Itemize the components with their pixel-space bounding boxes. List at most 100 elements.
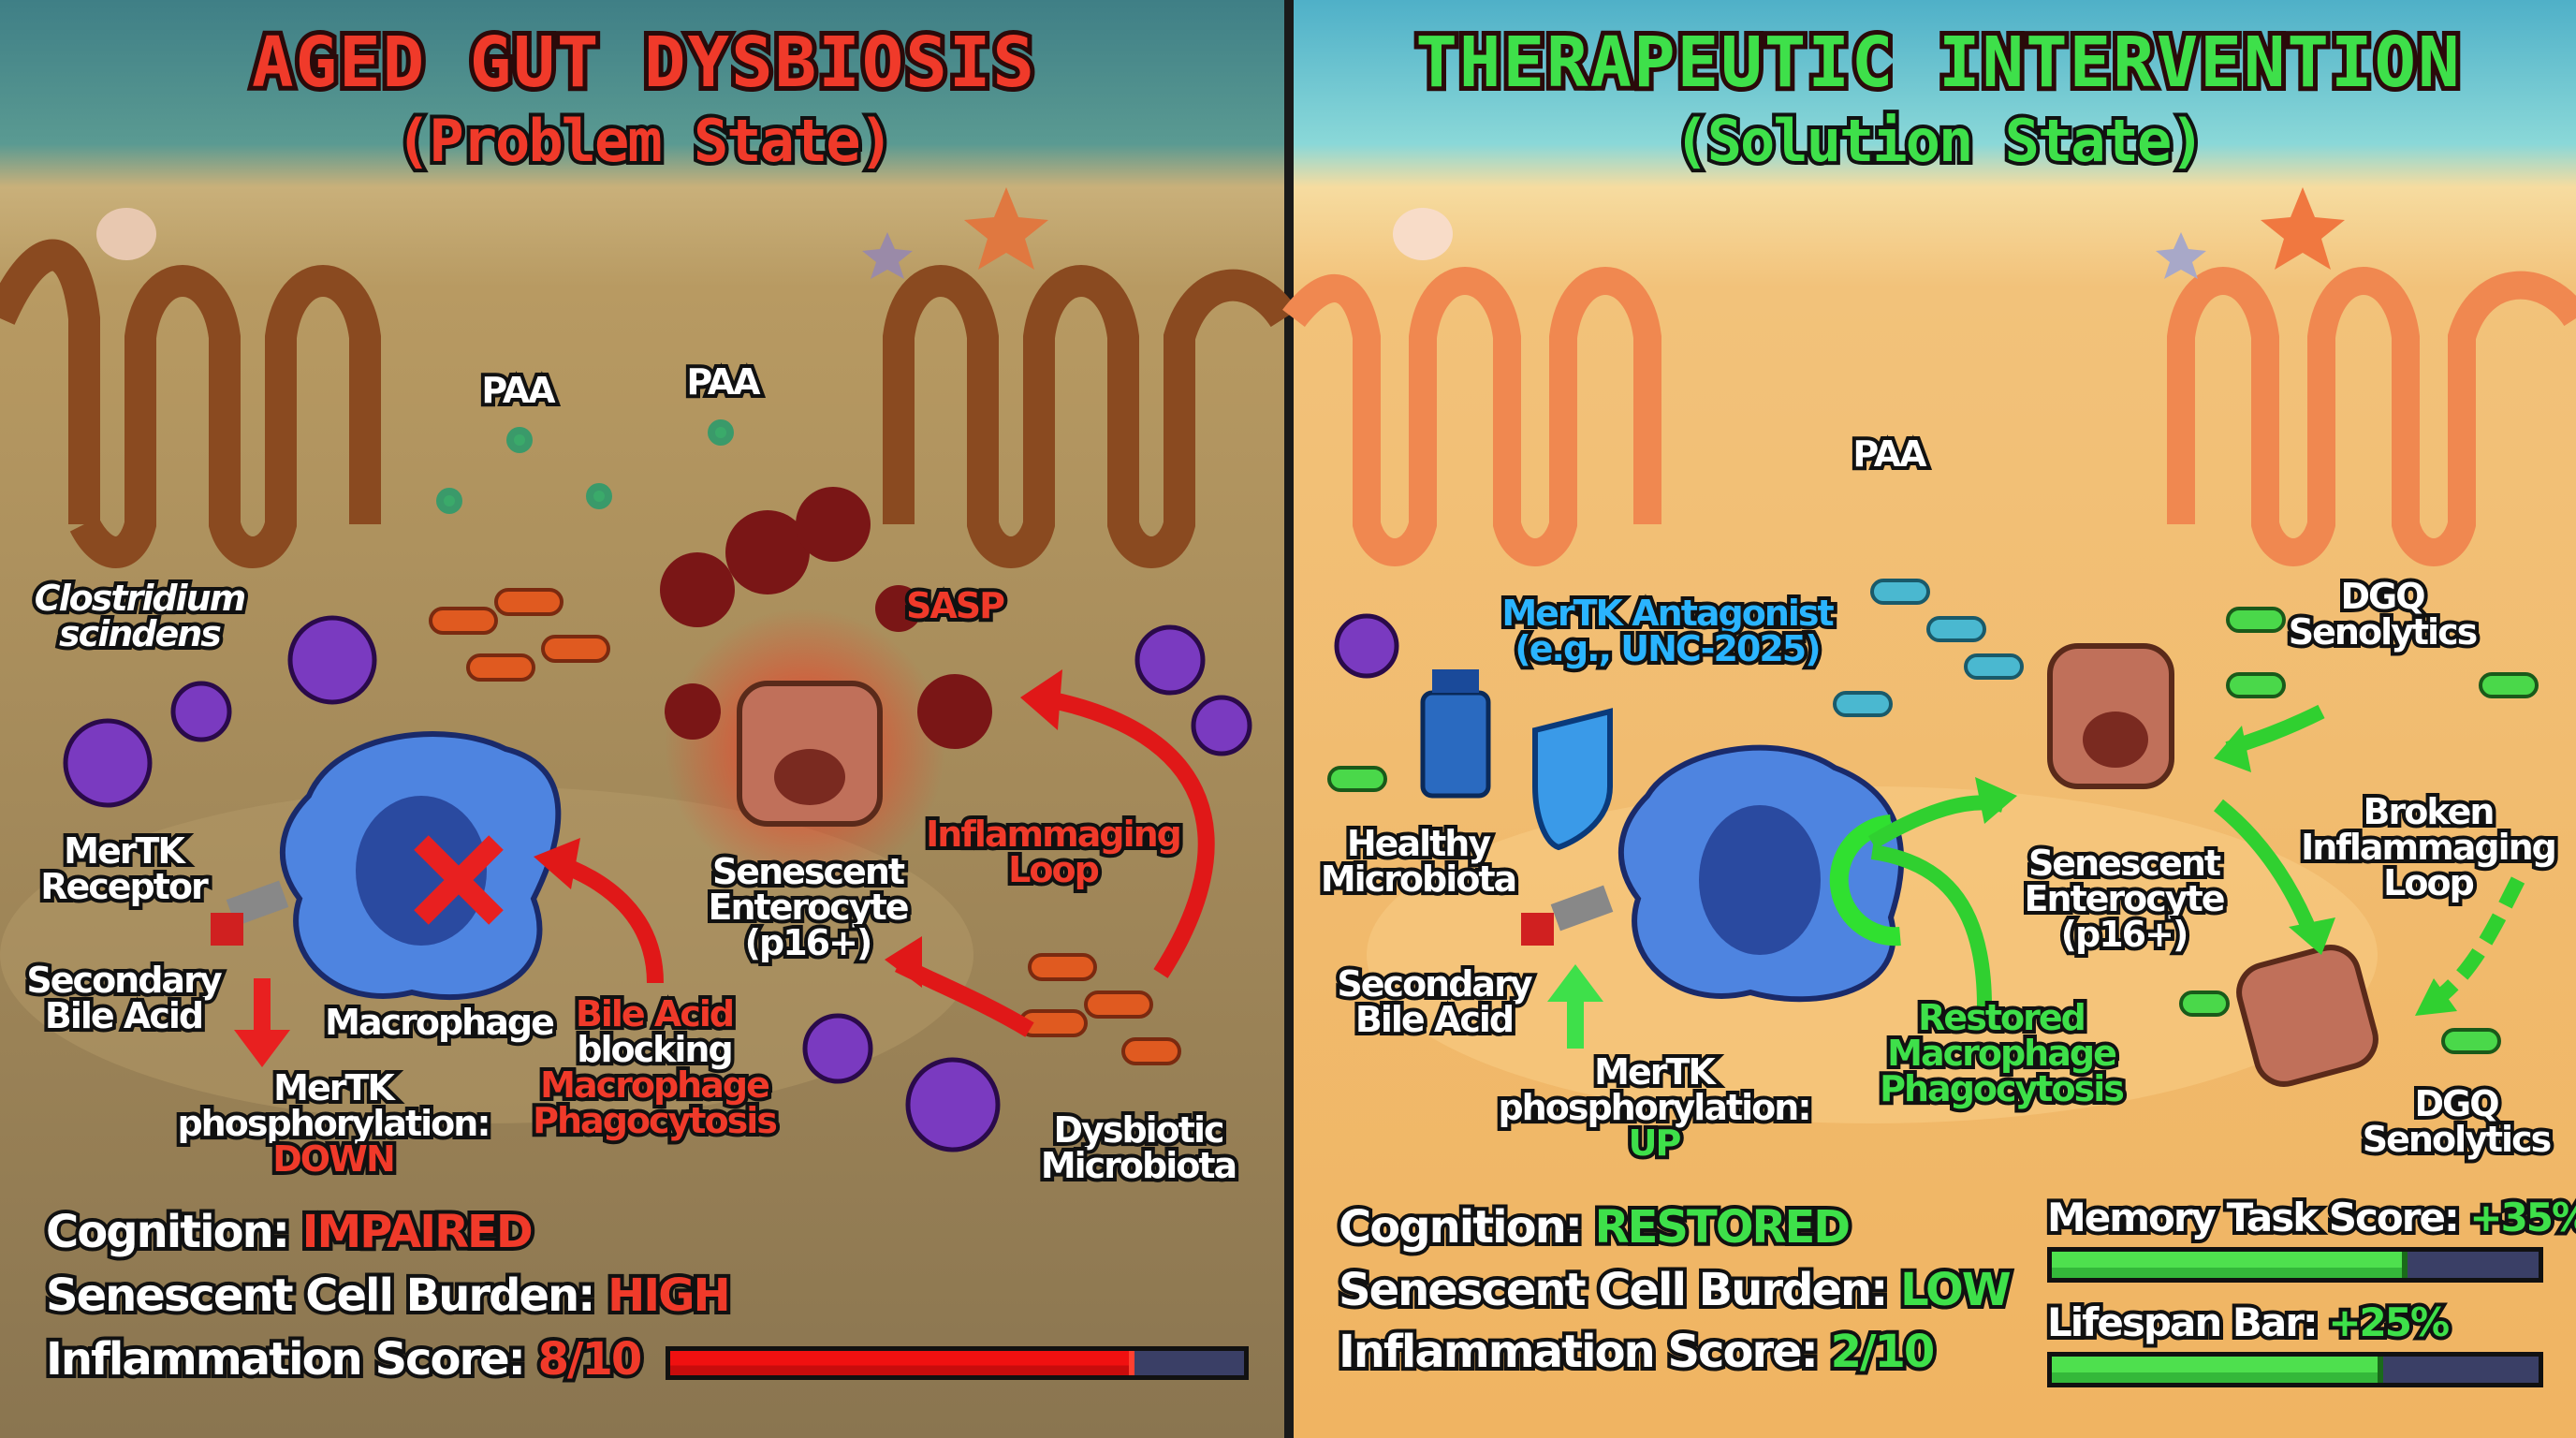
label-paa: PAA [682,360,764,404]
label-line: Microbiota [1037,1144,1241,1187]
intestinal-villi-right [1282,267,2576,566]
label-paa: PAA [477,369,559,412]
left-title: AGED GUT DYSBIOSIS [247,22,1039,103]
arrowhead [1975,777,2017,824]
meter-value: +25% [2324,1296,2453,1349]
right-subtitle: (Solution State) [1670,107,2208,175]
label-line: MerTK [1590,1050,1720,1093]
down-arrow-icon [234,978,290,1067]
label-sasp: SASP [902,584,1009,627]
phosphorylation-value: UP [1625,1122,1686,1165]
meter-value: +35% [2466,1191,2576,1244]
label-line: Macrophage [1883,1032,2121,1075]
label-line: Senolytics [2285,610,2481,653]
lifespan-score: Lifespan Bar: +25% [2043,1296,2453,1349]
label-line: Bile Acid [41,994,208,1037]
label-line: Loop [1004,848,1104,891]
meter-label: Lifespan Bar: [2043,1296,2322,1349]
inflammation-bar [666,1346,1249,1380]
lifespan-bar [2047,1352,2543,1387]
meter-label: Memory Task Score: [2043,1191,2464,1244]
seashell-icon [96,208,156,260]
label-line: Phagocytosis [529,1099,782,1142]
label-line: DGQ [2336,575,2429,618]
label-macrophage: Macrophage [321,1001,559,1044]
starfish-icon [964,187,1048,270]
label-line: Macrophage [536,1064,774,1107]
starfish-icon [2261,187,2345,270]
sasp-cloud-icon [660,487,992,749]
arrowhead [1020,669,1062,730]
label-line: Restored [1914,996,2090,1039]
dying-enterocyte-icon [2236,945,2378,1087]
label-line: (p16+) [741,921,877,964]
status-value: RESTORED [1591,1197,1854,1257]
label-line: Phagocytosis [1876,1067,2129,1110]
status-inflammation: Inflammation Score: 8/10 [42,1329,647,1389]
memory-task-bar [2047,1247,2543,1283]
up-arrow-icon [1547,964,1603,1049]
label-line: Bile Acid [1352,998,1518,1041]
senolytic-pill-icon [1327,607,2539,1054]
healthy-bacteria-icon [1833,579,2024,717]
virus-icon [63,615,1252,1152]
right-background [1294,0,2576,1438]
label-line: Microbiota [1317,858,1521,901]
inflammation-bar-fill [670,1351,1135,1375]
medicine-bottle-icon [1420,669,1491,799]
status-inflammation: Inflammation Score: 2/10 [1335,1322,1939,1382]
label-paa: PAA [1849,433,1930,476]
label-line: Inflammaging [2297,826,2561,869]
virus-icon [1334,613,1399,679]
arrowhead [534,838,580,889]
label-line: (e.g., UNC-2025) [1511,627,1824,670]
label-line: (p16+) [2057,913,2193,956]
label-line: Clostridium [31,577,250,620]
arrowhead [2214,726,2251,772]
status-label: Senescent Cell Burden: [1335,1260,1892,1320]
paa-molecule-icon [436,419,734,514]
bacteria-cluster-icon [429,588,1181,1065]
left-subtitle: (Problem State) [392,107,898,175]
status-senescent-burden: Senescent Cell Burden: LOW [1335,1260,2015,1320]
label-line: Secondary [22,959,226,1002]
macrophage-cell-left [279,731,562,1001]
label-line: Enterocyte [704,886,913,929]
label-line: Healthy [1343,822,1495,865]
label-line: Inflammaging [922,813,1186,856]
status-cognition: Cognition: IMPAIRED [42,1202,537,1262]
arrowhead [2289,917,2335,955]
status-value: 8/10 [534,1329,647,1389]
starfish-icon [2156,232,2206,279]
label-line: Senescent [709,850,909,893]
status-senescent-burden: Senescent Cell Burden: HIGH [42,1266,735,1326]
senescent-enterocyte-right [2047,643,2174,789]
status-value: IMPAIRED [299,1202,537,1262]
status-value: LOW [1896,1260,2015,1320]
memory-task-bar-fill [2052,1252,2408,1278]
macrophage-cell-right [1617,744,1905,1003]
panel-divider [1284,0,1294,1438]
mertk-receptor-icon [1521,885,1614,946]
label-mertk-antagonist: MerTK Antagonist(e.g., UNC-2025) [1498,592,1837,670]
label-line: phosphorylation: [173,1102,494,1145]
label-line: DGQ [2410,1082,2503,1125]
status-cognition: Cognition: RESTORED [1335,1197,1854,1257]
label-line: Loop [2379,861,2479,904]
arrowhead [2415,978,2457,1016]
senescent-enterocyte-left [737,681,883,827]
label-line: Dysbiotic [1050,1108,1229,1152]
status-value: 2/10 [1827,1322,1939,1382]
